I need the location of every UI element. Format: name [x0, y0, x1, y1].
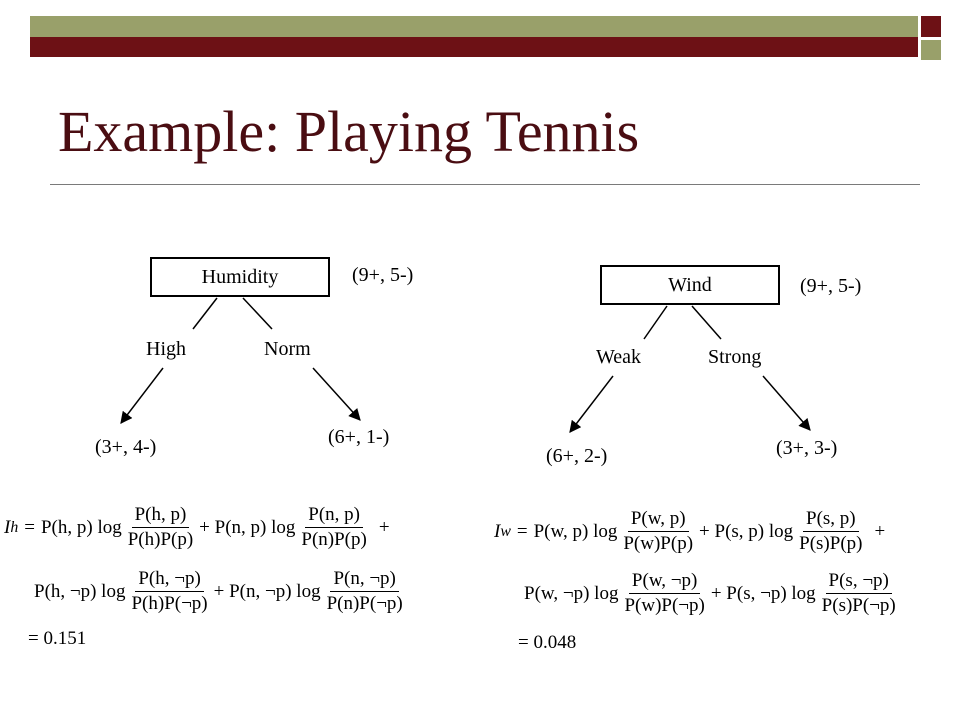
humidity-lhs: I [4, 516, 11, 538]
wind-lhs: I [494, 520, 501, 542]
wind-result: = 0.048 [518, 632, 577, 653]
slide-title: Example: Playing Tennis [58, 99, 640, 164]
title-divider [50, 184, 920, 185]
corner-red-square [920, 16, 941, 37]
humidity-root-node: Humidity [150, 257, 330, 297]
top-decoration-bar [0, 0, 960, 60]
humidity-leaf-high: (3+, 4-) [95, 436, 157, 458]
wind-edge-left [643, 305, 668, 340]
wind-branch-strong: Strong [708, 346, 762, 368]
top-red-stripe [30, 37, 918, 57]
wind-root-node: Wind [600, 265, 780, 305]
humidity-result: = 0.151 [28, 628, 87, 649]
humidity-frac4: P(n, ¬p)P(n)P(¬p) [326, 568, 403, 614]
humidity-arrow-right [312, 367, 361, 421]
humidity-branch-high: High [146, 338, 186, 360]
humidity-formula-line2: P(h, ¬p) log P(h, ¬p)P(h)P(¬p) + P(n, ¬p… [34, 568, 409, 615]
wind-branch-weak: Weak [596, 346, 642, 368]
wind-edge-right [691, 305, 722, 340]
wind-eq: = [516, 520, 528, 542]
wind-term4: + P(s, ¬p) log [710, 582, 816, 604]
humidity-term4: + P(n, ¬p) log [213, 580, 321, 602]
wind-arrow-right [762, 375, 811, 431]
humidity-term3: P(h, ¬p) log [34, 580, 126, 602]
wind-term2: + P(s, p) log [699, 520, 794, 542]
humidity-term1: P(h, p) log [40, 516, 122, 538]
top-green-stripe [30, 16, 918, 37]
humidity-frac1: P(h, p)P(h)P(p) [127, 504, 194, 550]
wind-frac3: P(w, ¬p)P(w)P(¬p) [624, 570, 705, 616]
humidity-lhs-sub: h [10, 518, 19, 536]
wind-frac2: P(s, p)P(s)P(p) [799, 508, 863, 554]
wind-lhs-sub: w [500, 522, 511, 540]
wind-root-counts: (9+, 5-) [800, 275, 862, 297]
humidity-leaf-norm: (6+, 1-) [328, 426, 390, 448]
wind-frac1: P(w, p)P(w)P(p) [623, 508, 694, 554]
humidity-plus-end: + [378, 516, 390, 538]
humidity-term2: + P(n, p) log [199, 516, 296, 538]
humidity-root-counts: (9+, 5-) [352, 264, 414, 286]
humidity-frac3: P(h, ¬p)P(h)P(¬p) [131, 568, 208, 614]
humidity-edge-right [242, 297, 273, 330]
corner-green-square [920, 39, 941, 60]
wind-plus-end: + [874, 520, 886, 542]
humidity-arrow-left [120, 367, 164, 424]
humidity-frac2: P(n, p)P(n)P(p) [301, 504, 367, 550]
wind-leaf-weak: (6+, 2-) [546, 445, 608, 467]
wind-leaf-strong: (3+, 3-) [776, 437, 838, 459]
wind-formula-line2: P(w, ¬p) log P(w, ¬p)P(w)P(¬p) + P(s, ¬p… [524, 570, 902, 617]
wind-term1: P(w, p) log [533, 520, 618, 542]
humidity-eq: = [24, 516, 35, 538]
wind-arrow-left [569, 375, 614, 433]
wind-frac4: P(s, ¬p)P(s)P(¬p) [821, 570, 896, 616]
humidity-branch-norm: Norm [264, 338, 311, 360]
wind-term3: P(w, ¬p) log [524, 582, 619, 604]
humidity-edge-left [192, 297, 218, 330]
